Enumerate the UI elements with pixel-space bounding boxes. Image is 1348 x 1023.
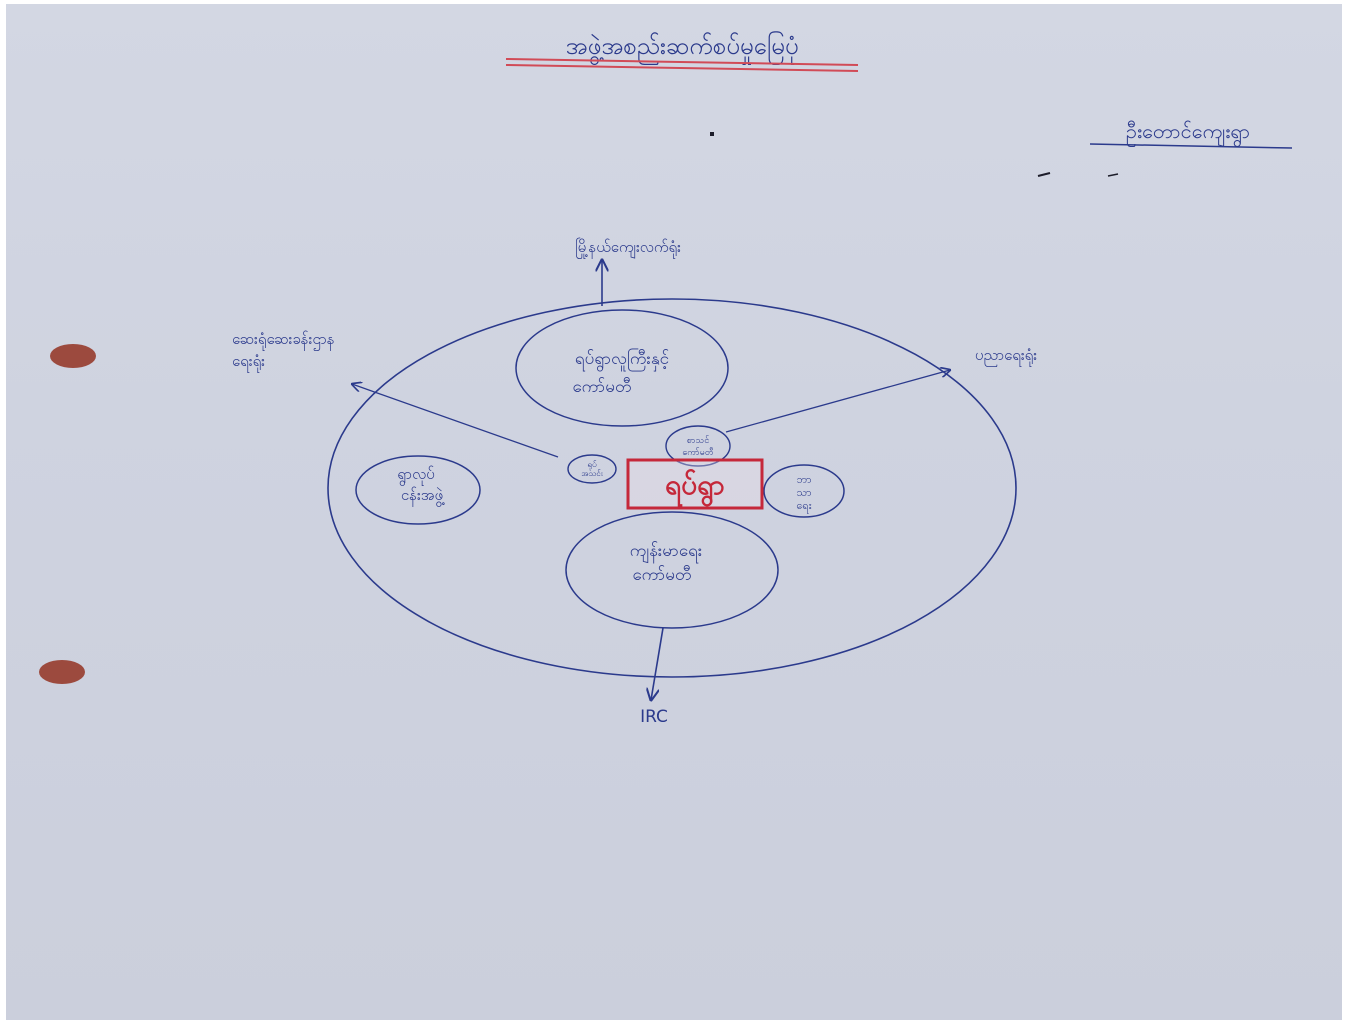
pen-stroke — [1037, 172, 1051, 177]
punch-hole-bottom — [39, 660, 85, 684]
village-name: ဦးတောင်ကျေးရွာ — [1126, 119, 1250, 147]
village-work-group-node — [355, 455, 481, 525]
association-label-2: အသင်း — [581, 468, 604, 478]
religion-node — [763, 464, 845, 518]
pen-stroke-2 — [1107, 173, 1119, 177]
religion-label-3: ရေး — [796, 499, 811, 514]
pen-dot — [710, 132, 714, 136]
school-committee-label-2: ကော်မတီ — [682, 447, 714, 458]
health-committee-label-1: ကျန်းမာရေး — [630, 541, 702, 564]
village-leaders-node — [515, 309, 729, 427]
external-health-label-2: ရေးရုံး — [232, 352, 265, 373]
relationship-map: အဖွဲ့အစည်းဆက်စပ်မှုမြေပုံ ဦးတောင်ကျေးရွာ… — [232, 30, 1293, 727]
external-township-label: မြို့နယ်ကျေးလက်ရုံး — [575, 237, 681, 259]
external-health-label-1: ဆေးရုံဆေးခန်းဌာန — [232, 330, 335, 351]
title-underline-1 — [505, 58, 859, 66]
arrow-to-health-office — [352, 384, 559, 458]
village-leaders-label-2: ကော်မတီ — [572, 377, 631, 397]
health-committee-node — [565, 511, 779, 629]
external-irc-label: IRC — [640, 707, 668, 727]
arrow-to-education-office — [725, 370, 950, 433]
community-circle — [327, 298, 1017, 678]
school-committee-node — [665, 425, 731, 467]
religion-label-1: ဘာ — [796, 473, 811, 486]
school-committee-label-1: စာသင် — [687, 435, 710, 446]
title-underline-2 — [505, 64, 859, 72]
village-leaders-label-1: ရပ်ရွာလူကြီးနှင့် — [575, 347, 669, 372]
village-work-group-label-1: ရွာလုပ် — [397, 465, 434, 486]
external-education-label: ပညာရေးရုံး — [975, 346, 1037, 367]
paper-sheet: အဖွဲ့အစည်းဆက်စပ်မှုမြေပုံ ဦးတောင်ကျေးရွာ… — [6, 4, 1342, 1020]
village-work-group-label-2: ငန်းအဖွဲ့ — [401, 486, 446, 507]
arrow-to-irc — [651, 627, 664, 700]
punch-hole-top — [50, 344, 96, 368]
health-committee-label-2: ကော်မတီ — [632, 565, 691, 585]
association-node — [567, 454, 617, 484]
association-label-1: ရုပ် — [587, 459, 596, 471]
religion-label-2: သာ — [796, 486, 811, 499]
village-underline — [1089, 143, 1293, 149]
community-center-box — [626, 458, 764, 510]
